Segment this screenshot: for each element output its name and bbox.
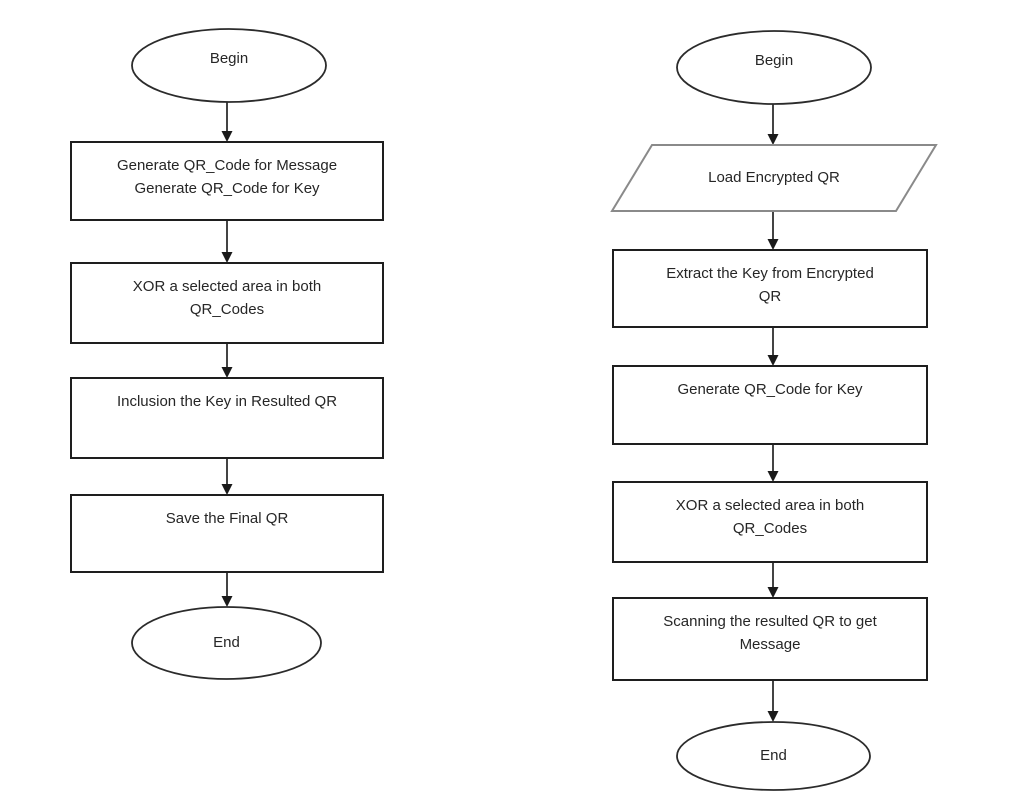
connector-inclusion-to-save xyxy=(221,458,233,495)
process-generate-qr-codes-shape xyxy=(70,141,384,221)
connector-save-to-end xyxy=(221,572,233,607)
process-scan-resulted-qr-shape xyxy=(612,597,928,681)
terminator-end-shape xyxy=(131,606,322,680)
connector-xor-to-inclusion xyxy=(221,343,233,378)
connector-load-to-extract xyxy=(767,211,779,250)
process-xor-selected-area-shape xyxy=(70,262,384,344)
process-xor-selected-area-shape xyxy=(612,481,928,563)
process-extract-key-shape xyxy=(612,249,928,328)
connector-scan-to-end xyxy=(767,680,779,722)
process-save-final-qr-shape xyxy=(70,494,384,573)
connector-begin-to-load xyxy=(767,104,779,145)
connector-generate-to-xor xyxy=(767,444,779,482)
terminator-begin-shape xyxy=(676,30,872,105)
terminator-end-shape xyxy=(676,721,871,791)
input-load-encrypted-qr-shape xyxy=(610,144,938,212)
process-inclusion-key-shape xyxy=(70,377,384,459)
connector-extract-to-generate xyxy=(767,327,779,366)
connector-begin-to-generate xyxy=(221,102,233,142)
connector-generate-to-xor xyxy=(221,220,233,263)
process-generate-qr-code-key-shape xyxy=(612,365,928,445)
connector-xor-to-scan xyxy=(767,562,779,598)
terminator-begin-shape xyxy=(131,28,327,103)
